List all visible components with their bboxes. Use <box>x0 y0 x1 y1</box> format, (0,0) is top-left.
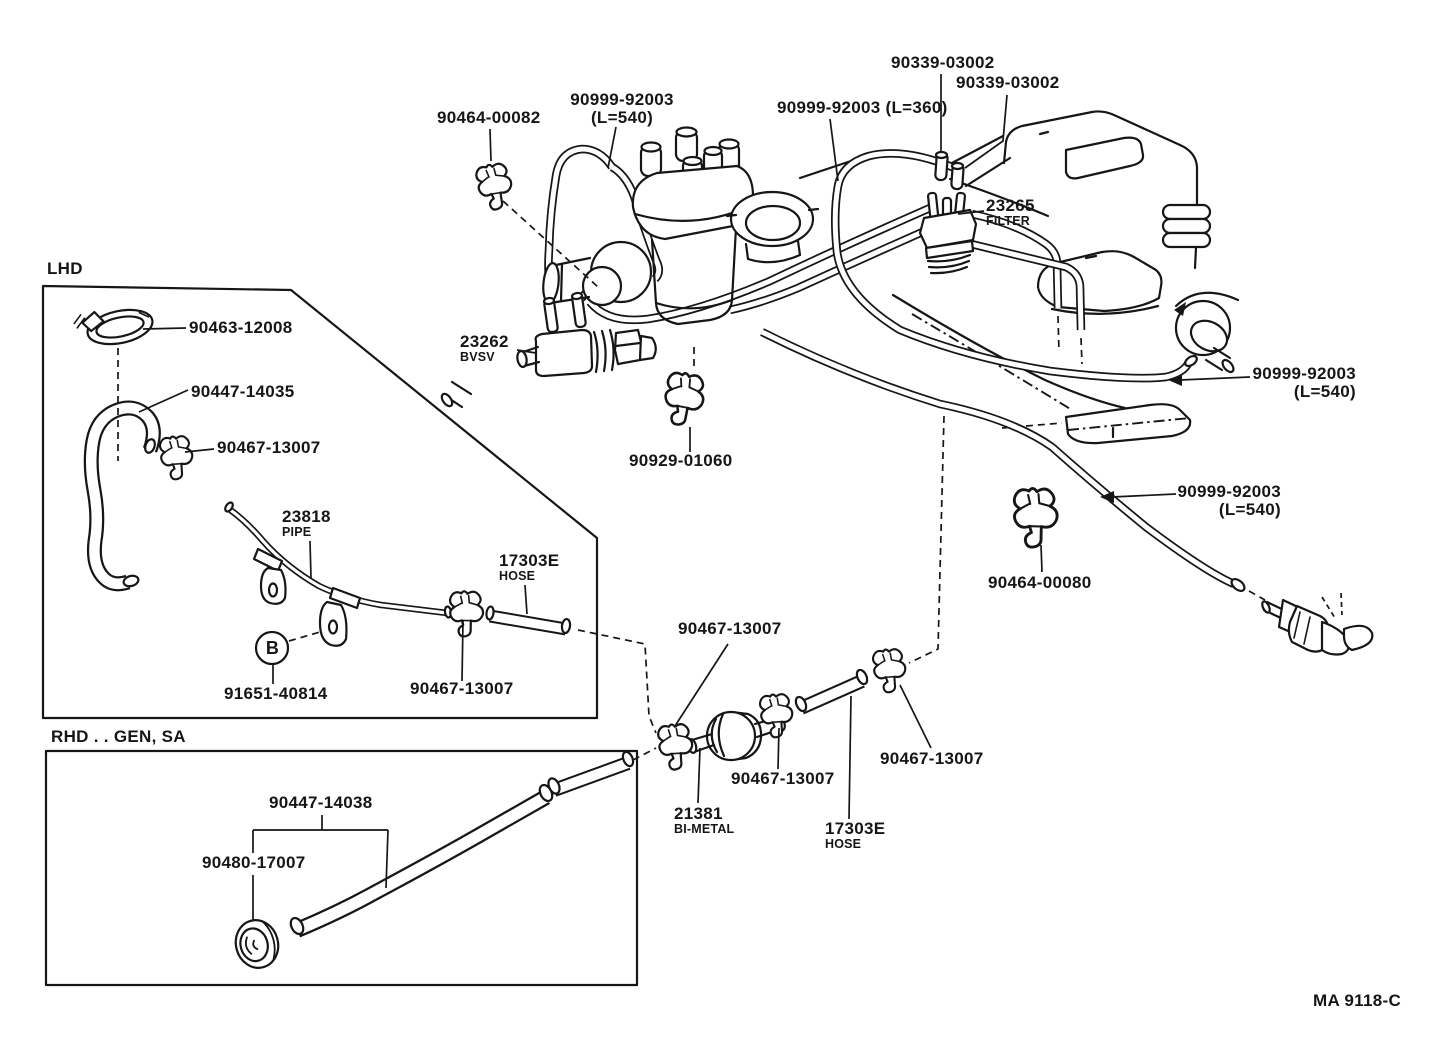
part-label-90339-2: 90339-03002 <box>956 73 1060 92</box>
leader-lines <box>117 74 1266 920</box>
part-number: 23262 <box>460 332 509 351</box>
part-number: 17303E <box>825 819 886 838</box>
part-label-23265: 23265 FILTER <box>986 197 1035 228</box>
hose-length: (L=540) <box>1218 500 1281 519</box>
rhd-box <box>44 749 639 987</box>
part-label-90999-l360: 90999-92003 (L=360) <box>777 98 948 117</box>
check-valve-fitting <box>1261 592 1374 656</box>
clamp-90467-mid-left <box>654 720 698 773</box>
part-label-90463: 90463-12008 <box>189 318 293 337</box>
bvsv-23262 <box>440 291 657 409</box>
clamp-90467-lhd-upper <box>156 432 198 483</box>
distributor <box>542 126 820 326</box>
part-label-17303e-mid: 17303E HOSE <box>825 820 885 851</box>
part-number: 21381 <box>674 804 723 823</box>
part-label-90447-14035: 90447-14035 <box>191 382 295 401</box>
part-name: FILTER <box>986 214 1031 228</box>
part-label-90999-right2: 90999-92003 (L=540) <box>1177 483 1281 519</box>
part-label-23818: 23818 PIPE <box>282 508 331 539</box>
grommet-90480 <box>234 919 280 969</box>
part-number: 90999-92003 <box>570 90 674 109</box>
hose-length: (L=540) <box>1293 382 1356 401</box>
section-label-rhd: RHD . . GEN, SA <box>51 727 186 746</box>
vacuum-hoses <box>548 149 1246 593</box>
hose-clamp-90463 <box>73 308 154 346</box>
part-name: HOSE <box>499 569 536 583</box>
part-label-90467-mid-left: 90467-13007 <box>678 619 782 638</box>
part-label-90929: 90929-01060 <box>629 451 733 470</box>
bimetal-valve-21381 <box>686 710 786 762</box>
part-label-91651: 91651-40814 <box>224 684 328 703</box>
hose-length: (L=540) <box>590 108 654 127</box>
part-label-21381: 21381 BI-METAL <box>674 805 734 836</box>
part-number: 90999-92003 <box>1252 364 1356 383</box>
part-number: 23818 <box>282 507 331 526</box>
part-number: 90999-92003 <box>1177 482 1281 501</box>
section-label-lhd: LHD <box>47 259 83 278</box>
part-name: BVSV <box>460 350 495 364</box>
part-label-90999-top: 90999-92003 (L=540) <box>566 91 678 127</box>
oil-filler-cap <box>725 190 820 264</box>
lhd-box <box>41 284 599 720</box>
part-label-90480: 90480-17007 <box>202 853 306 872</box>
hose-17303e-mid <box>794 668 869 712</box>
engine-outline <box>590 110 1240 445</box>
filter-23265 <box>918 150 978 275</box>
bolt-callout-b <box>254 630 290 666</box>
pipe-23818 <box>224 501 453 647</box>
part-label-23262: 23262 BVSV <box>460 333 509 364</box>
hose-90447-14038 <box>288 750 635 936</box>
part-label-90464-00082: 90464-00082 <box>437 108 541 127</box>
clamp-90467-mid-right <box>869 645 911 696</box>
hose-90447-14035 <box>91 408 156 588</box>
part-label-90467-lhd-lower: 90467-13007 <box>410 679 514 698</box>
clamp-90467-lhd-lower <box>447 588 487 639</box>
part-label-90467-mid-center: 90467-13007 <box>731 769 835 788</box>
bolt-callout-letter: B <box>265 638 280 658</box>
part-name: PIPE <box>282 525 312 539</box>
part-label-90447-14038: 90447-14038 <box>269 793 373 812</box>
clamp-90464-00082 <box>472 159 518 214</box>
part-label-90467-lhd-upper: 90467-13007 <box>217 438 321 457</box>
part-label-90339-1: 90339-03002 <box>891 53 995 72</box>
part-name: BI-METAL <box>674 822 735 836</box>
clamp-90464-00080 <box>1010 485 1062 550</box>
clamp-90929 <box>661 370 707 428</box>
part-name: HOSE <box>825 837 862 851</box>
part-label-90467-mid-right: 90467-13007 <box>880 749 984 768</box>
hose-17303e-lhd <box>486 605 571 633</box>
part-label-17303e-lhd: 17303E HOSE <box>499 552 559 583</box>
part-number: 23265 <box>986 196 1035 215</box>
part-label-90999-right1: 90999-92003 (L=540) <box>1252 365 1356 401</box>
part-label-90464-00080: 90464-00080 <box>988 573 1092 592</box>
diagram-code: MA 9118-C <box>1313 991 1402 1010</box>
part-number: 17303E <box>499 551 560 570</box>
clamp-90467-mid-center <box>756 690 798 741</box>
